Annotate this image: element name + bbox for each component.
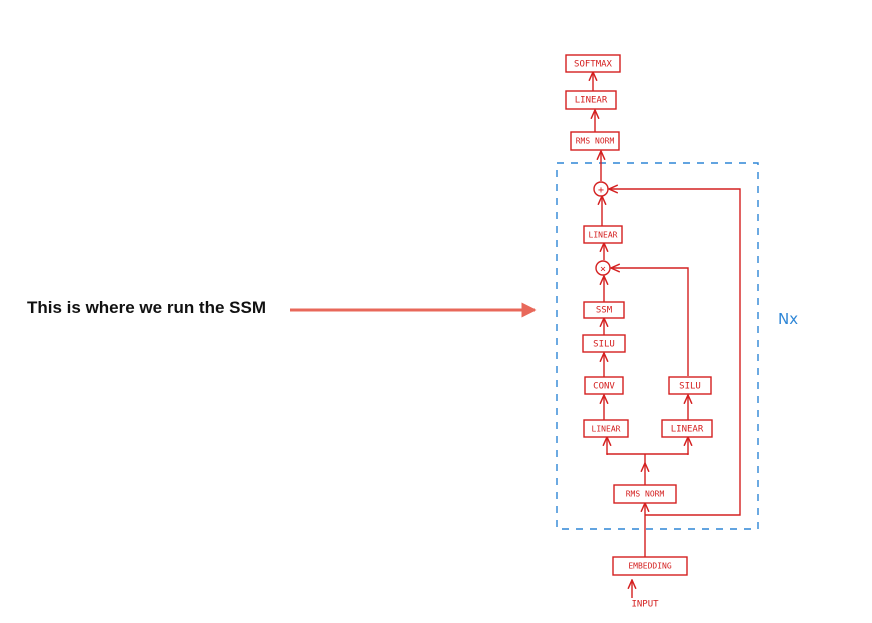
ssm-annotation-text: This is where we run the SSM <box>27 298 266 317</box>
silu-right-label: SILU <box>679 382 701 392</box>
rms-norm-top-box <box>570 131 620 151</box>
rms-norm-top-label: RMS NORM <box>576 137 615 146</box>
add-operator-symbol: + <box>598 185 604 196</box>
linear-inner-box <box>583 225 623 244</box>
silu-left-label: SILU <box>593 340 615 350</box>
rms-norm-bottom-label: RMS NORM <box>626 490 665 499</box>
linear-inner-label: LINEAR <box>589 231 618 240</box>
split-branch-line <box>606 453 689 455</box>
linear-top-label: LINEAR <box>575 96 608 106</box>
ssm-box <box>583 301 625 319</box>
multiply-operator <box>595 260 611 276</box>
rms-norm-bottom-box <box>613 484 677 504</box>
silu-left-box <box>582 334 626 353</box>
linear-right-box <box>661 419 713 438</box>
multiply-operator-symbol: × <box>600 264 606 275</box>
repeat-count-label: Nx <box>778 310 798 328</box>
gate-branch-line <box>611 268 689 376</box>
conv-label: CONV <box>593 382 615 392</box>
silu-right-box <box>668 376 712 395</box>
input-label: INPUT <box>631 600 659 610</box>
ssm-label: SSM <box>596 306 613 316</box>
residual-connection-line <box>609 189 741 516</box>
repeated-block-border <box>556 162 759 530</box>
softmax-label: SOFTMAX <box>574 60 613 70</box>
linear-right-label: LINEAR <box>671 425 704 435</box>
linear-left-box <box>583 419 629 438</box>
embedding-label: EMBEDDING <box>628 562 672 571</box>
embedding-box <box>612 556 688 576</box>
linear-left-label: LINEAR <box>592 425 621 434</box>
softmax-box <box>565 54 621 73</box>
linear-top-box <box>565 90 617 110</box>
conv-box <box>584 376 624 395</box>
add-operator <box>593 181 609 197</box>
